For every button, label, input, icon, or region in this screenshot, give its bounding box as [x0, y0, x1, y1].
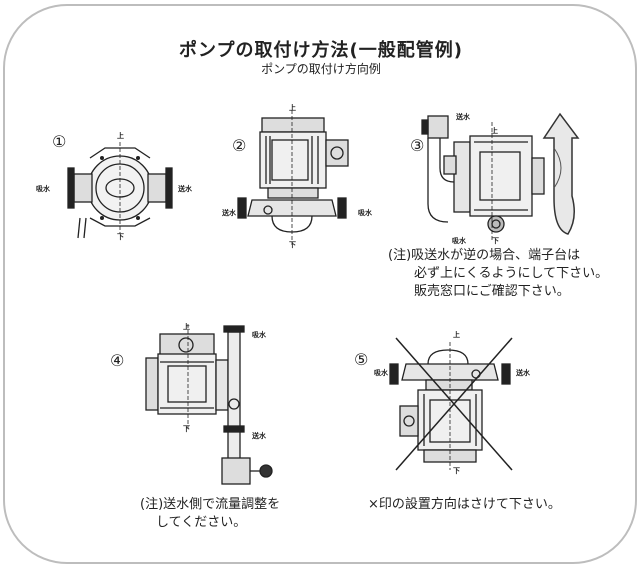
figure-4-label-suction: 吸水	[252, 331, 266, 339]
page-title: ポンプの取付け方法(一般配管例)	[179, 40, 463, 61]
note-figure-5: ×印の設置方向はさけて下さい。	[368, 497, 561, 512]
figure-1-label-suction: 吸水	[36, 185, 50, 193]
figure-2-label-suction: 吸水	[358, 209, 372, 217]
note-figure-3-line-3: 販売窓口にご確認下さい。	[414, 284, 570, 299]
figure-3-label-discharge: 送水	[456, 113, 470, 121]
rotation-arrow-icon	[542, 112, 580, 235]
figure-5-label-top: 上	[453, 331, 460, 339]
figure-1-pump-drawing	[67, 142, 173, 239]
figure-1-number: ①	[52, 132, 67, 151]
note-figure-4: (注)送水側で流量調整を してください。	[140, 496, 280, 532]
figure-2-number: ②	[232, 136, 247, 155]
figure-5-label-suction: 吸水	[374, 369, 388, 377]
figure-3-label-bottom: 下	[492, 237, 499, 245]
figure-4-label-discharge: 送水	[252, 432, 266, 440]
figure-2-label-discharge: 送水	[222, 209, 236, 217]
figure-2-label-top: 上	[289, 104, 296, 112]
figure-4-label-top: 上	[183, 323, 190, 331]
rounded-frame	[3, 4, 637, 564]
note-figure-4-line-1: (注)送水側で流量調整を	[140, 497, 281, 512]
cross-mark-icon	[395, 337, 513, 471]
figure-3-number: ③	[410, 136, 425, 155]
figure-4-label-bottom: 下	[183, 425, 190, 433]
figure-3-label-top: 上	[491, 127, 498, 135]
figure-4-number: ④	[110, 351, 125, 370]
figure-4-pump-drawing	[145, 324, 273, 485]
note-figure-3-line-1: (注)吸送水が逆の場合、端子台は	[388, 248, 581, 263]
page-subtitle: ポンプの取付け方向例	[261, 62, 381, 76]
figure-5-number: ⑤	[354, 350, 369, 369]
note-figure-3-line-2: 必ず上にくるようにして下さい。	[414, 266, 609, 281]
figure-1-label-discharge: 送水	[178, 185, 192, 193]
figure-5-label-bottom: 下	[453, 467, 460, 475]
note-figure-4-line-2: してください。	[156, 515, 247, 530]
figure-1-label-top: 上	[117, 132, 124, 140]
figure-2-label-bottom: 下	[289, 241, 296, 249]
figure-1-label-bottom: 下	[117, 233, 124, 241]
figure-3-pump-drawing	[421, 115, 545, 242]
figure-2-pump-drawing	[237, 110, 349, 245]
note-figure-3: (注)吸送水が逆の場合、端子台は 必ず上にくるようにして下さい。 販売窓口にご確…	[388, 247, 608, 301]
figure-3-label-suction: 吸水	[452, 237, 466, 245]
figure-5-label-discharge: 送水	[516, 369, 530, 377]
